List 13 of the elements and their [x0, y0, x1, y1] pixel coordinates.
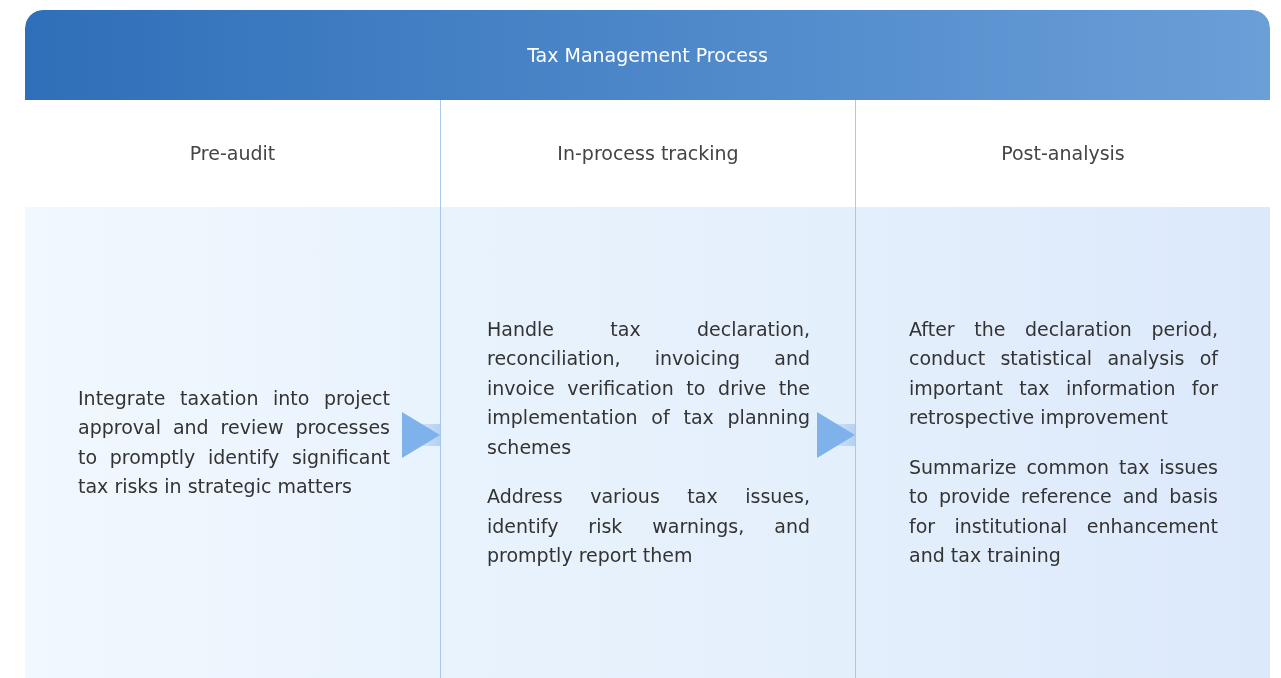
body-text: Address various tax issues, identify risk warnings, and promptly report them — [487, 484, 810, 568]
column-panel — [855, 100, 1270, 678]
arrow — [402, 412, 440, 458]
title-banner: Tax Management Process — [25, 10, 1270, 100]
column-heading: In-process tracking — [556, 142, 740, 164]
body-text: Handle tax declaration, reconciliation, invoicing and invoice verification to drive the implementation of tax planning schemes — [487, 316, 810, 460]
column-panel — [440, 100, 855, 678]
body-text: After the declaration period, conduct statistical analysis of important tax information for retrospective improvement — [909, 316, 1218, 430]
body-text: Integrate taxation into project approval and review processes to promptly identify significant tax risks in strategic matters — [78, 385, 390, 499]
body-text: Summarize common tax issues to provide reference and basis for institutional enhancement and tax training — [909, 454, 1218, 568]
column-heading: Post-analysis — [1000, 142, 1126, 164]
arrow — [817, 412, 855, 458]
column-heading: Pre-audit — [188, 142, 277, 164]
